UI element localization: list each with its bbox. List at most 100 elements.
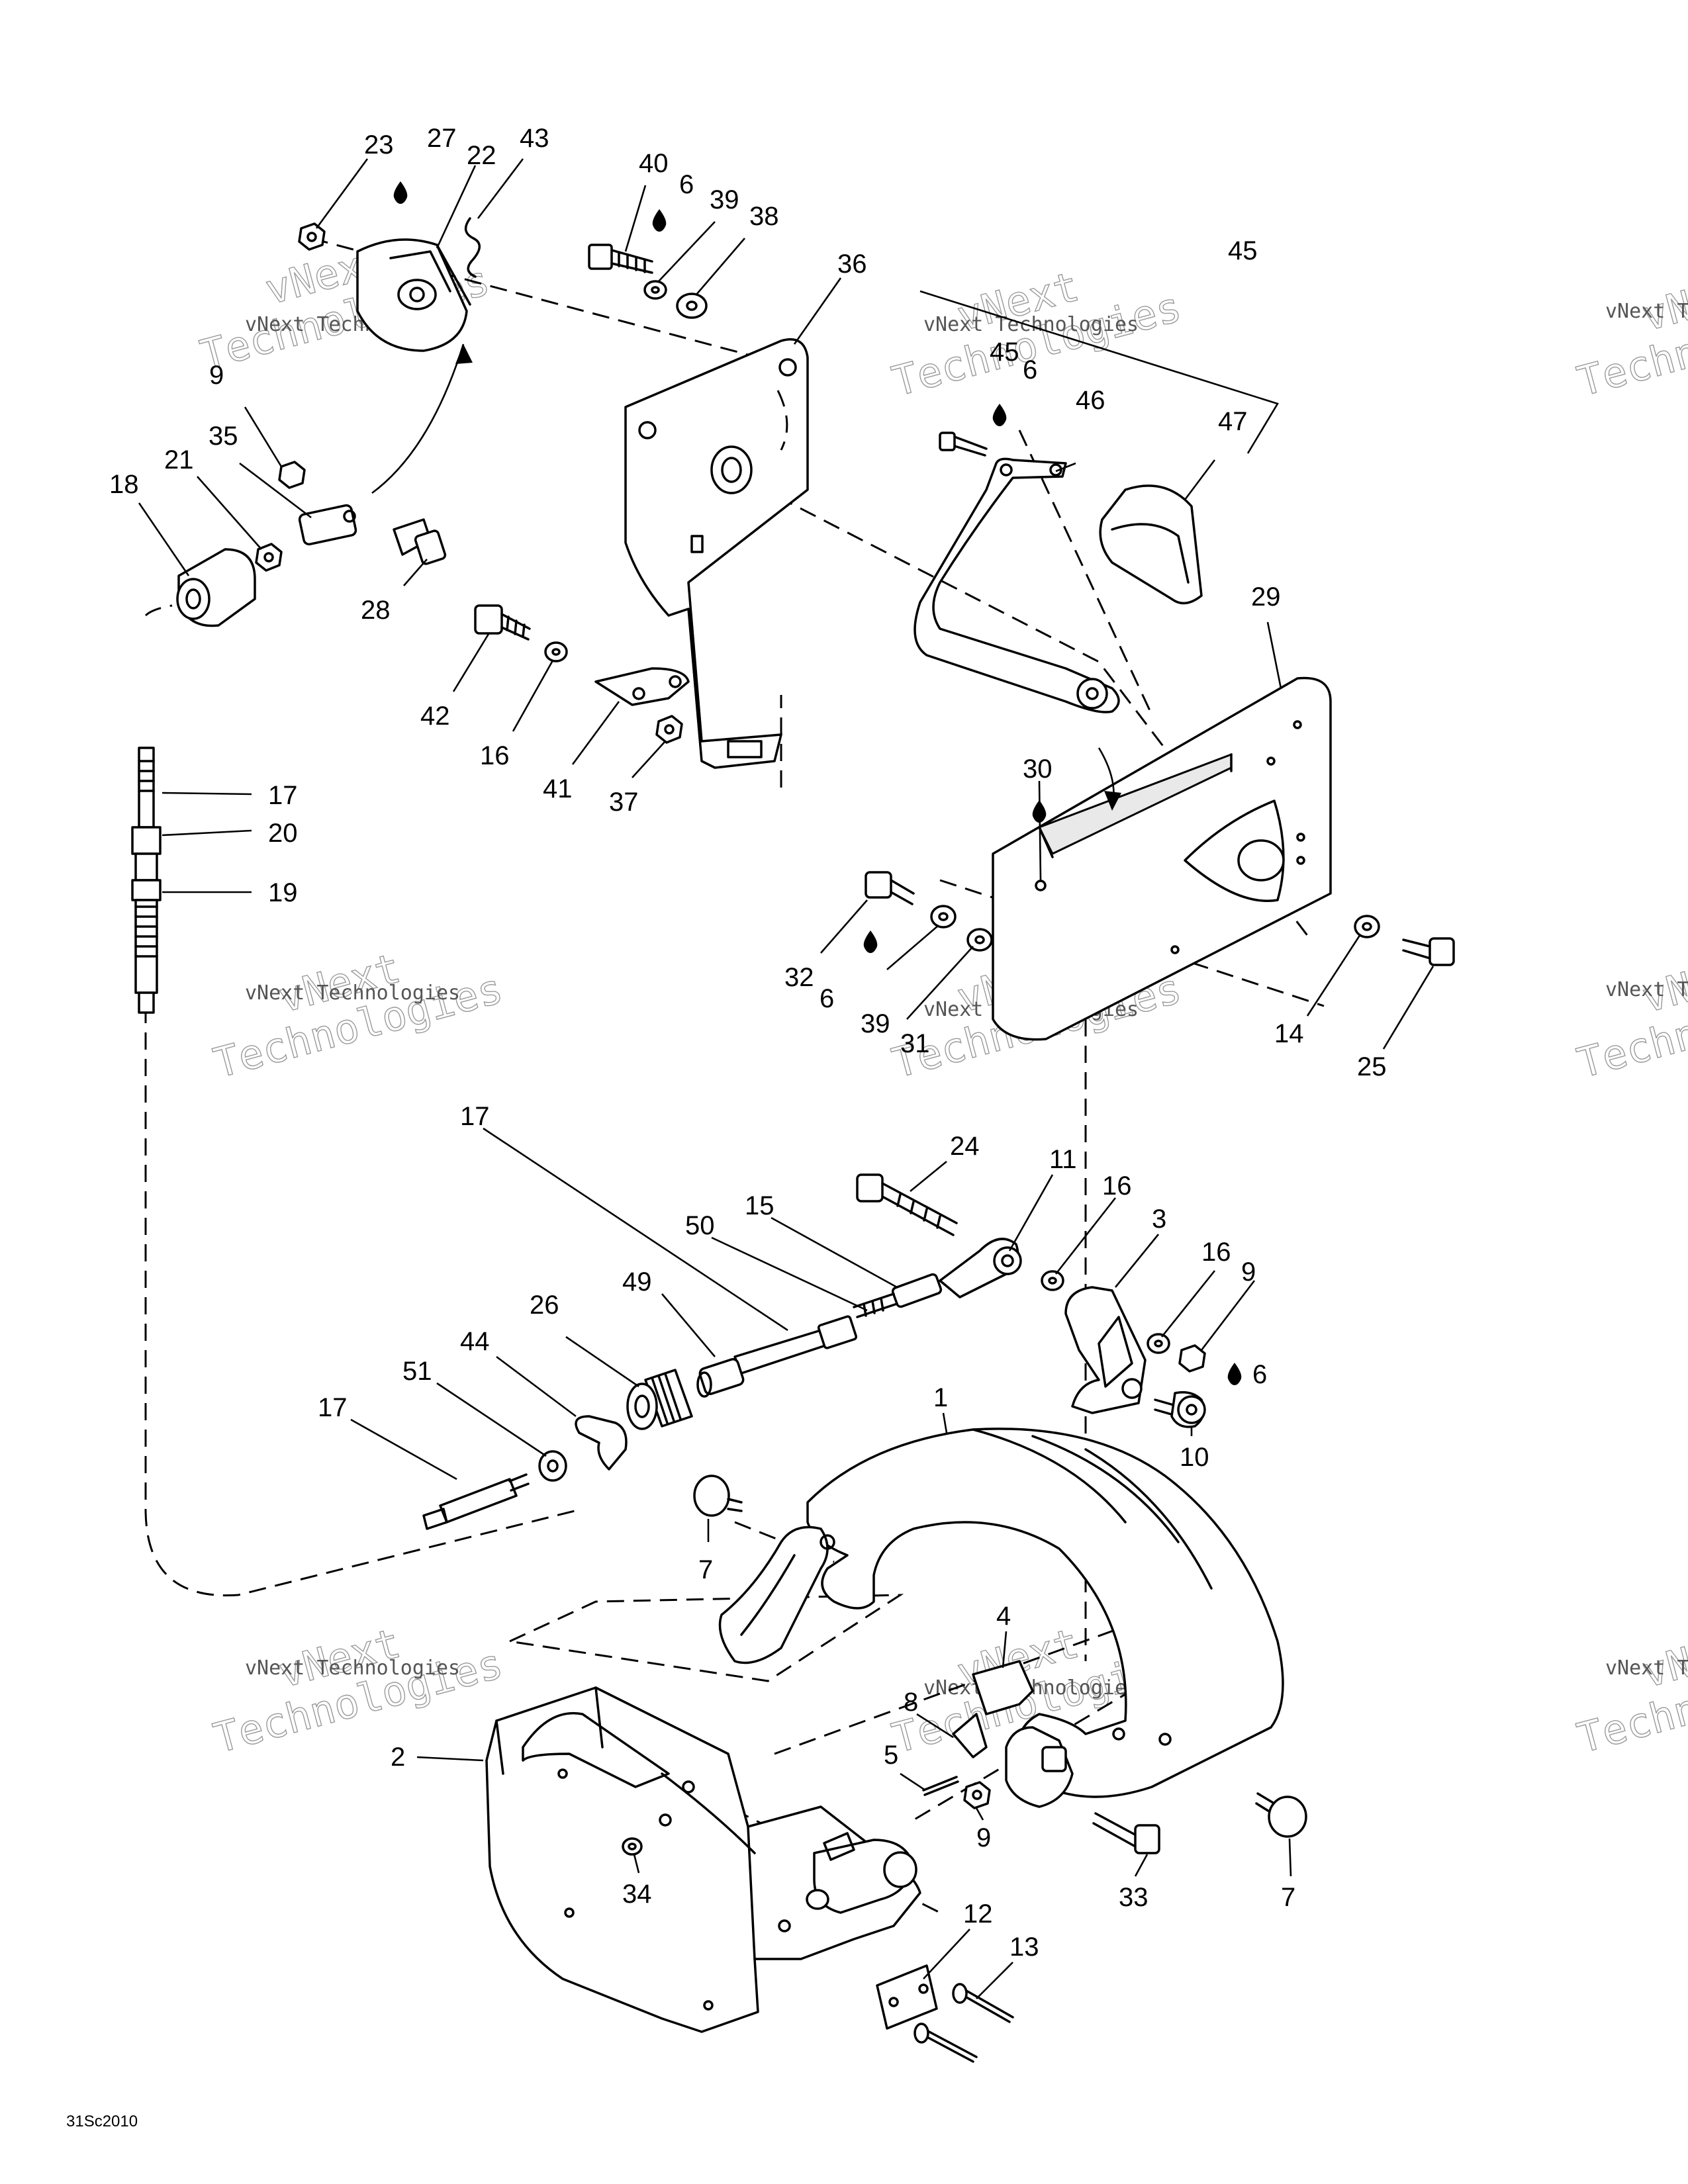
part-29-cover (992, 676, 1332, 1041)
watermark: vNext Technologies (1572, 943, 1688, 1088)
part-10-bolt (1154, 1391, 1206, 1428)
callout-7-b: 7 (1281, 1883, 1295, 1912)
callout-8: 8 (904, 1688, 918, 1717)
part-9-nut-right (1178, 1344, 1206, 1373)
part-16-washer-middle (1041, 1270, 1064, 1291)
callout-44: 44 (460, 1327, 490, 1356)
part-37-nut (655, 715, 683, 744)
callout-1: 1 (933, 1383, 948, 1412)
callout-9-b: 9 (1241, 1257, 1256, 1287)
callout-2: 2 (391, 1743, 405, 1772)
callout-9-c: 9 (976, 1823, 991, 1852)
callout-40: 40 (639, 149, 669, 178)
callout-17-b: 17 (460, 1102, 490, 1131)
cable-routing-line (144, 1006, 583, 1597)
part-47-pedal-pad (1099, 484, 1203, 605)
leader-lines (138, 158, 1434, 1999)
part-16-washer-right (1147, 1333, 1170, 1354)
arrow-head (455, 344, 473, 364)
callout-7-a: 7 (698, 1555, 713, 1584)
part-31-washer (966, 928, 993, 952)
part-14-washer (1354, 915, 1380, 938)
part-46-pedal-arm (914, 457, 1120, 713)
callout-39-b: 39 (861, 1009, 890, 1038)
part-51-washer (538, 1450, 567, 1482)
assembly-arrow (371, 343, 465, 494)
watermark-company: vNext Technologies (245, 1657, 460, 1680)
callout-11: 11 (1049, 1145, 1077, 1174)
part-38-washer (676, 293, 708, 319)
callout-16-a: 16 (480, 741, 510, 770)
callout-49: 49 (622, 1267, 652, 1297)
callout-5: 5 (884, 1741, 898, 1770)
part-50-cable-rod (853, 1293, 898, 1318)
part-4-clip (972, 1660, 1034, 1715)
callout-43: 43 (520, 124, 549, 153)
callout-23: 23 (364, 130, 394, 159)
callout-27: 27 (427, 124, 457, 153)
callout-17-c: 17 (318, 1393, 348, 1422)
part-11-lever (939, 1238, 1022, 1298)
part-41-plate (594, 667, 690, 706)
figure-code: 31Sc2010 (66, 2113, 138, 2130)
callout-34: 34 (622, 1880, 652, 1909)
part-28-bolt (393, 518, 447, 565)
callout-26: 26 (530, 1291, 559, 1320)
part-36-bracket (624, 338, 809, 769)
part-45-screw (939, 432, 988, 457)
callout-6-b: 6 (1023, 355, 1037, 385)
part-44-clip (575, 1415, 628, 1471)
callout-45-b: 45 (990, 338, 1019, 367)
part-9-nut-lower (963, 1781, 991, 1809)
callout-46: 46 (1076, 386, 1105, 415)
part-32-bolt (865, 871, 915, 905)
part-17-cable-upper (131, 747, 162, 1014)
callout-33: 33 (1119, 1883, 1149, 1912)
part-12-plate (876, 1964, 938, 2030)
part-18-bushing (176, 548, 256, 627)
callout-16-c: 16 (1201, 1238, 1231, 1267)
watermark-company: vNext Technologies (245, 981, 460, 1005)
cable-routing-line (144, 604, 173, 617)
part-35-cable-end (298, 504, 357, 546)
part-40-bolt (588, 244, 653, 274)
watermark-company: vNext Technologies (1605, 300, 1688, 323)
part-42-bolt (474, 604, 531, 641)
callout-31: 31 (900, 1029, 930, 1058)
callout-47: 47 (1218, 407, 1248, 436)
callout-37: 37 (609, 788, 639, 817)
callout-41: 41 (543, 774, 573, 803)
part-2-housing (485, 1686, 921, 2033)
watermark-company: vNext Technologies (1605, 978, 1688, 1001)
callout-51: 51 (402, 1357, 432, 1386)
callout-39-a: 39 (710, 185, 739, 214)
callout-45-a: 45 (1228, 236, 1258, 265)
callout-42: 42 (420, 702, 450, 731)
part-17-cable-end (422, 1473, 530, 1530)
callout-6-a: 6 (679, 170, 694, 199)
part-23-nut (298, 222, 326, 251)
callout-10: 10 (1180, 1443, 1209, 1472)
part-3-bracket (1064, 1286, 1147, 1414)
callout-22: 22 (467, 141, 496, 170)
part-1-fender-guard (718, 1428, 1284, 1798)
callout-13: 13 (1009, 1933, 1039, 1962)
part-43-spring-clip (464, 217, 481, 278)
callout-4: 4 (996, 1602, 1011, 1631)
callout-15: 15 (745, 1191, 774, 1220)
part-49-ferrule (696, 1358, 745, 1398)
callout-6-c: 6 (820, 984, 834, 1013)
part-39-washer-upper (643, 280, 667, 300)
part-22-lever-housing (356, 238, 471, 352)
callout-16-b: 16 (1102, 1171, 1132, 1201)
part-5-pin (922, 1776, 959, 1796)
part-16-washer-upper (544, 641, 568, 662)
callout-14: 14 (1274, 1019, 1304, 1048)
callout-32: 32 (784, 963, 814, 992)
callout-30: 30 (1023, 754, 1053, 784)
callout-layer: 23 27 22 43 40 6 39 38 36 45 45 6 46 47 … (109, 124, 1387, 1962)
callout-20: 20 (268, 819, 298, 848)
callout-6-d: 6 (1252, 1360, 1267, 1389)
part-26-adjuster (626, 1369, 693, 1430)
